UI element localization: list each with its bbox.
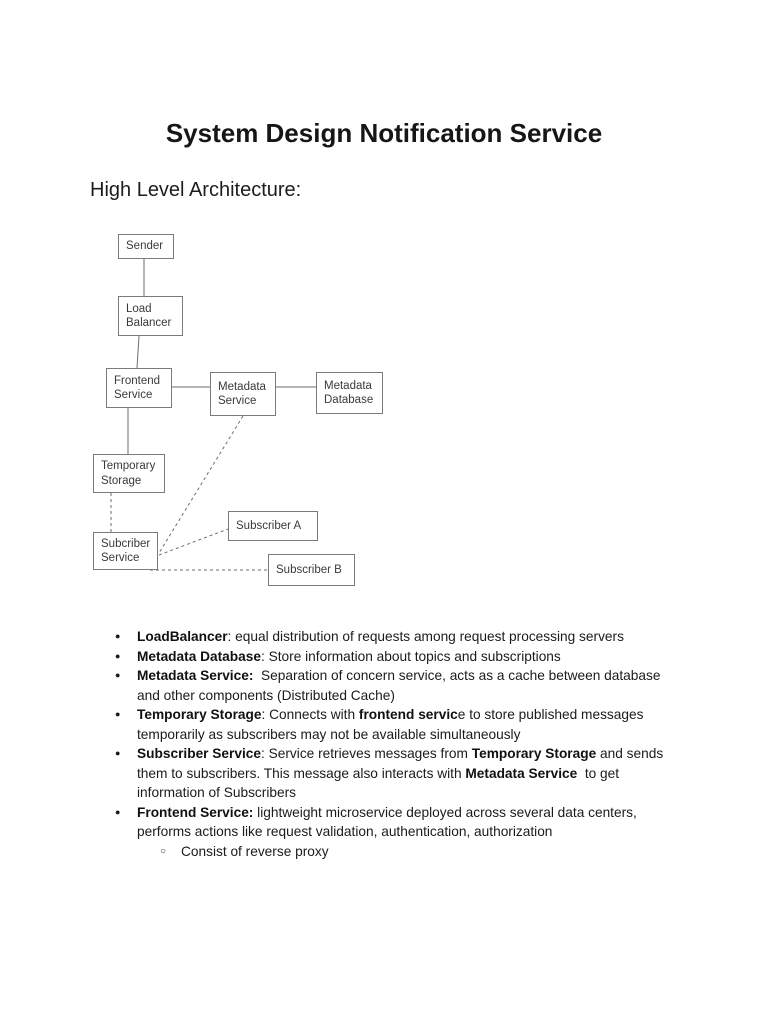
list-item: ● LoadBalancer: equal distribution of req… (115, 627, 768, 647)
node-subscriber-b: Subscriber B (268, 554, 355, 586)
bullet-icon: ● (115, 650, 121, 661)
list-item-text: Frontend Service: lightweight microservi… (137, 804, 641, 840)
list-item-text: Metadata Database: Store information abo… (137, 648, 561, 664)
list-item: ● Temporary Storage: Connects with fronte… (115, 705, 768, 744)
bullet-icon: ● (115, 806, 121, 817)
node-frontend-service: Frontend Service (106, 368, 172, 408)
list-item-text: LoadBalancer: equal distribution of requ… (137, 629, 624, 644)
list-item-text: Subscriber Service: Service retrieves me… (137, 746, 668, 800)
node-subcriber-service: Subcriber Service (93, 532, 158, 570)
node-metadata-service: Metadata Service (210, 372, 276, 416)
node-subscriber-a: Subscriber A (228, 511, 318, 541)
bullet-icon: ● (115, 709, 121, 719)
list-item: ● Frontend Service: lightweight microserv… (115, 803, 768, 842)
list-item-text: Temporary Storage: Connects with fronten… (137, 707, 648, 742)
node-sender: Sender (118, 234, 174, 259)
bullet-icon: ● (115, 748, 121, 758)
list-item-text: Consist of reverse proxy (181, 843, 329, 859)
list-item: ● Subscriber Service: Service retrieves m… (115, 744, 768, 803)
bullet-list: ● LoadBalancer: equal distribution of req… (0, 627, 768, 861)
diagram-connector-lines (110, 259, 316, 571)
edge-metadata-service-to-subcriber-service (158, 415, 244, 554)
list-item-text: Metadata Service: Separation of concern … (137, 668, 665, 703)
page-title: System Design Notification Service (165, 118, 603, 148)
node-load-balancer: Load Balancer (118, 296, 183, 336)
bullet-icon: ● (115, 631, 121, 641)
bullet-icon: ● (115, 670, 121, 680)
edge-load-balancer-to-frontend-service (136, 335, 140, 369)
edge-subcriber-service-to-subscriber-a (158, 528, 229, 556)
section-heading: High Level Architecture: (90, 179, 302, 201)
hollow-bullet-icon: ○ (160, 845, 167, 857)
node-temporary-storage: Temporary Storage (93, 454, 165, 493)
sub-list-item: ○ Consist of reverse proxy (160, 842, 768, 862)
list-item: ● Metadata Database: Store information ab… (115, 647, 768, 667)
list-item: ● Metadata Service: Separation of concern… (115, 666, 768, 705)
node-metadata-database: Metadata Database (316, 372, 383, 414)
